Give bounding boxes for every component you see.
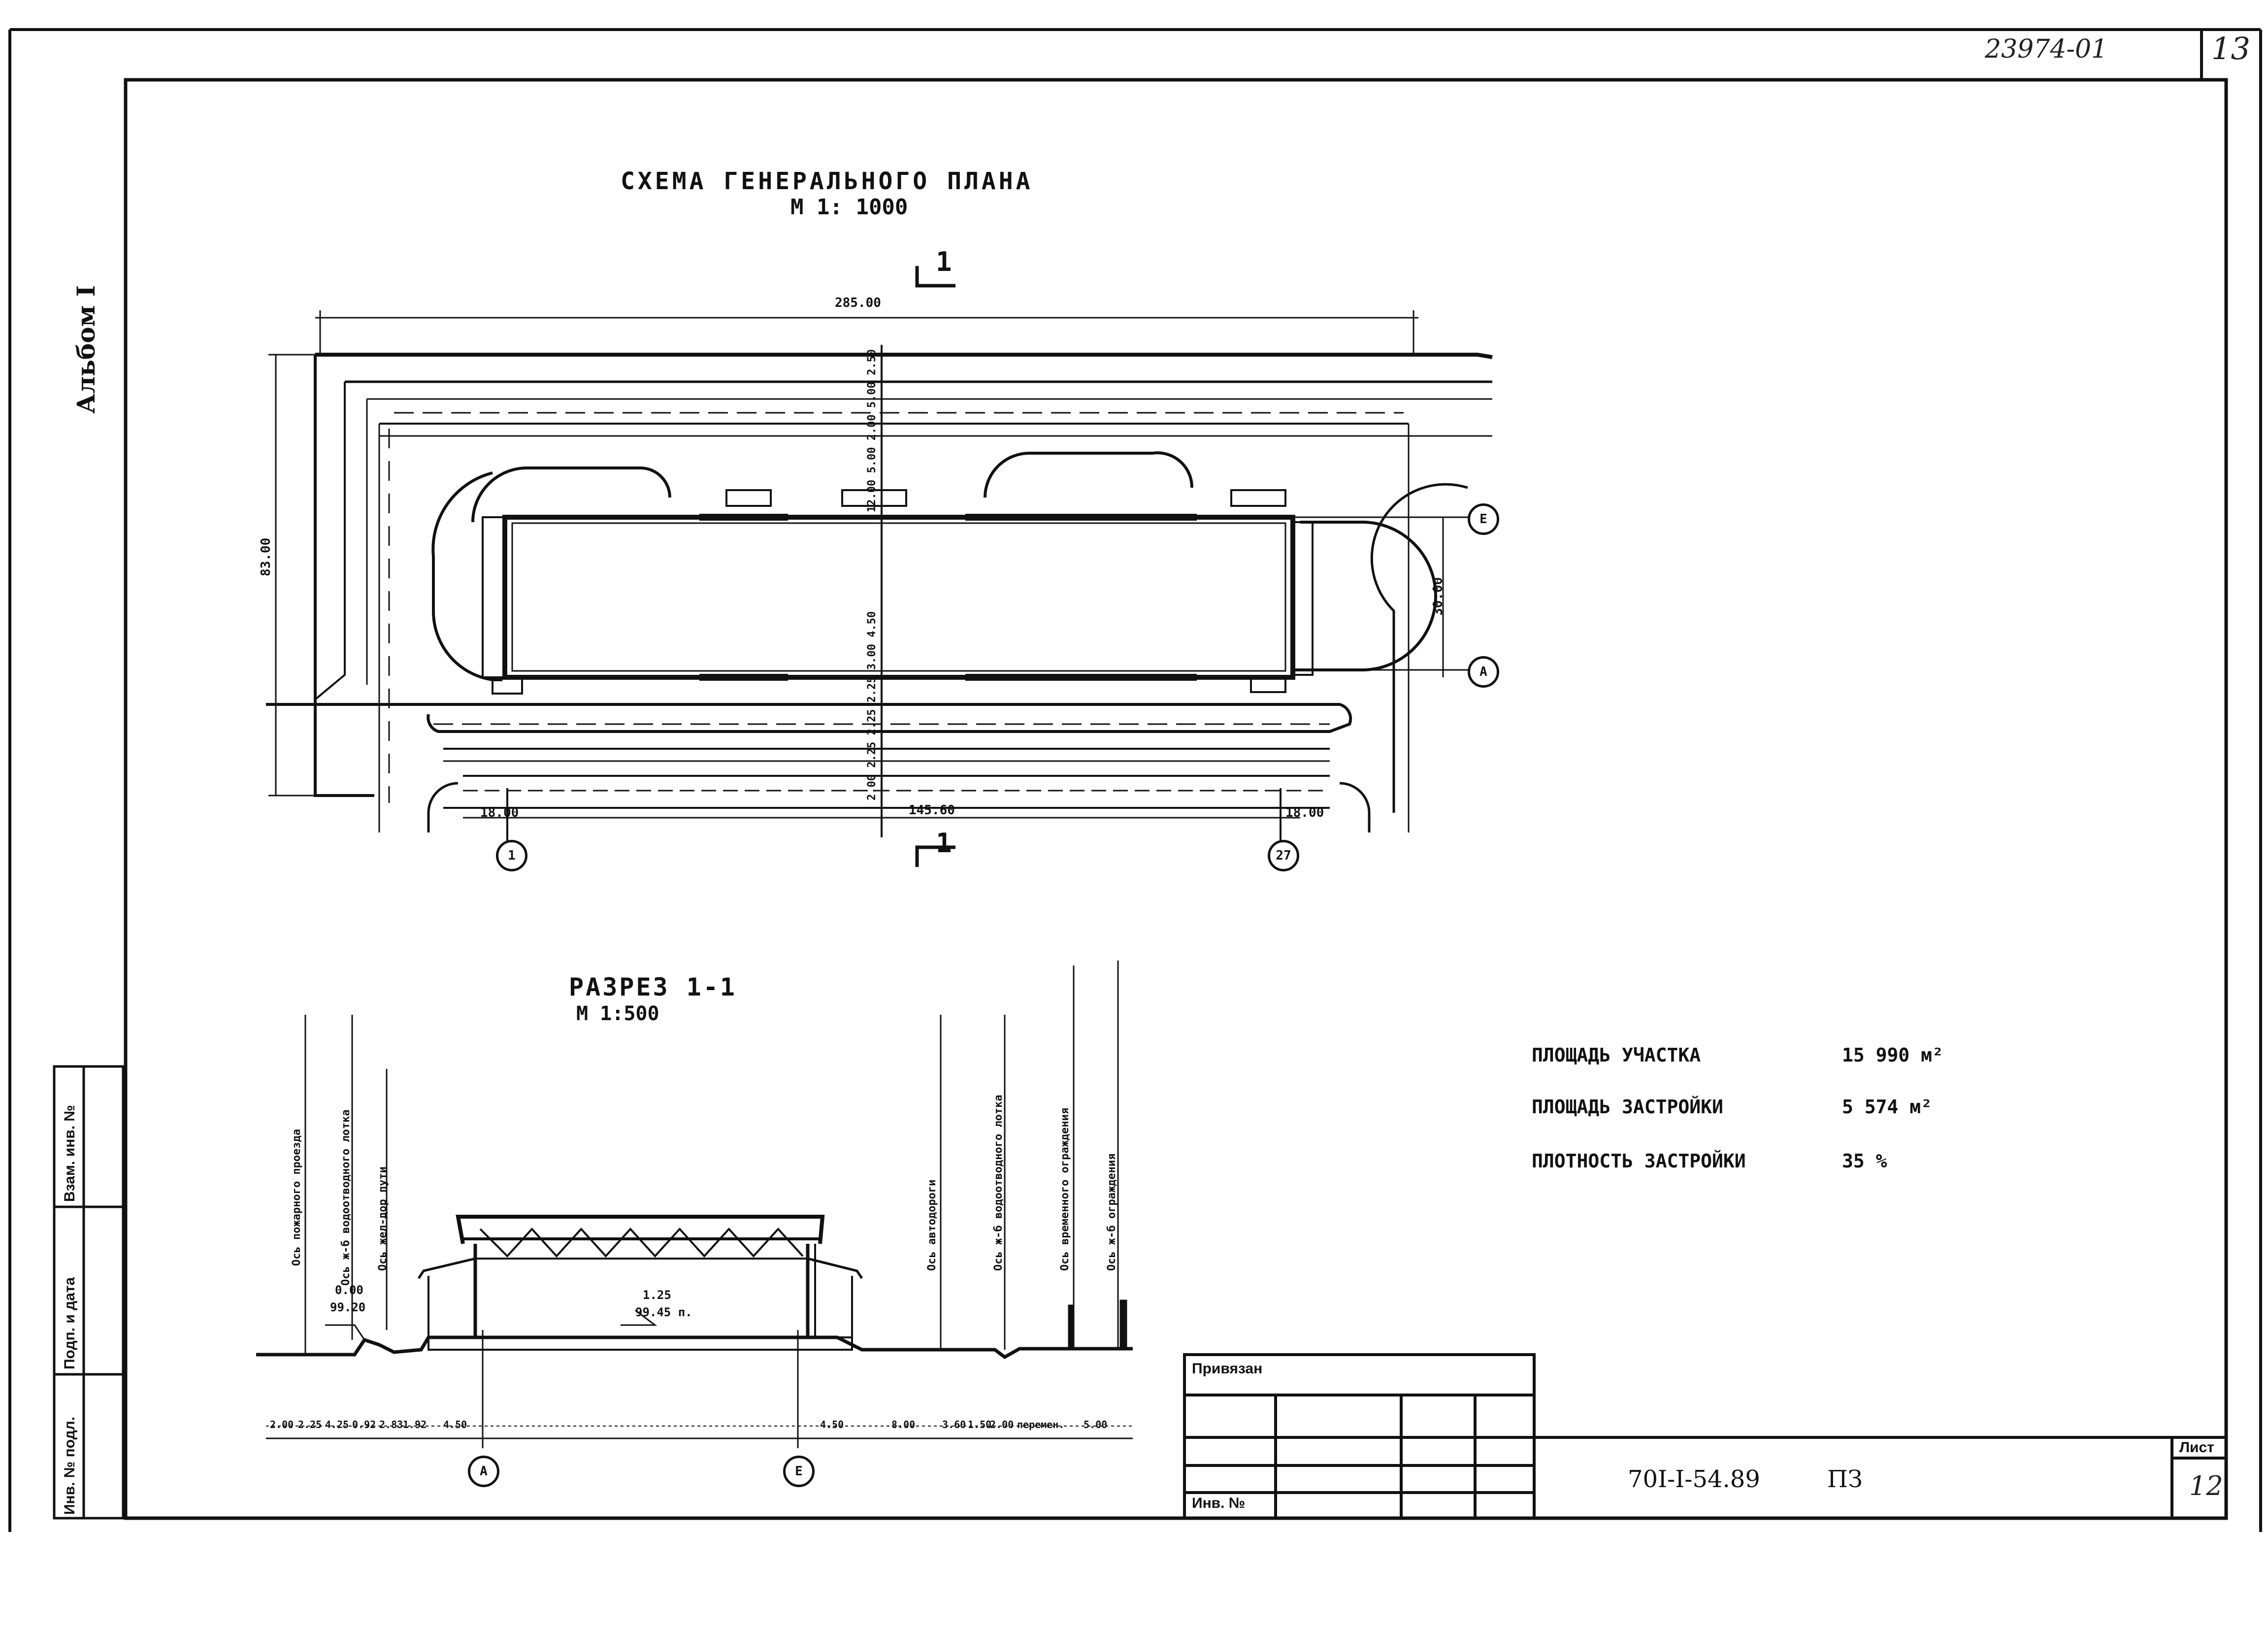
- plan-title: СХЕМА ГЕНЕРАЛЬНОГО ПЛАНА: [621, 167, 1033, 195]
- section-label-rail: Ось жел-дор пути: [377, 1166, 389, 1271]
- axis-dims-bottom: 2.00 2.25 2.25 2.25 3.00 4.50: [866, 611, 878, 800]
- elev-label-2: 99.20: [330, 1300, 366, 1314]
- stat-label-built-area: ПЛОЩАДЬ ЗАСТРОЙКИ: [1532, 1096, 1723, 1118]
- floor-label-1: 1.25: [643, 1288, 671, 1302]
- section-label-fire-lane: Ось пожарного проезда: [291, 1129, 303, 1266]
- stamp-inv-podl: Инв. № подл.: [62, 1416, 78, 1515]
- stamp-podp-data: Подп. и дата: [62, 1277, 78, 1369]
- stat-value-density: 35 %: [1842, 1150, 1887, 1172]
- section-dim: 2.25: [298, 1419, 322, 1430]
- section-dim: 2.00: [270, 1419, 294, 1430]
- section-drawing: [256, 961, 1133, 1448]
- section-dim: 3.60: [942, 1419, 966, 1430]
- section-dim: 0.92: [352, 1419, 376, 1430]
- axis-dims-top: 12.00 5.00 2.00 5.00 2.50: [866, 349, 878, 512]
- section-dim: 8.00: [891, 1419, 916, 1430]
- sheet-label: Лист: [2179, 1439, 2214, 1456]
- section-dim: 4.25: [325, 1419, 349, 1430]
- axis-bubble-E: Е: [1468, 503, 1499, 535]
- dim-bottom-mid: 145.60: [909, 803, 955, 818]
- section-dim: перемен.: [1017, 1419, 1065, 1430]
- stat-value-site-area: 15 990 м²: [1842, 1044, 1943, 1066]
- archive-number: 23974-01: [1985, 34, 2108, 64]
- section-label-drain-2: Ось ж-б водоотводного лотка: [992, 1095, 1005, 1271]
- floor-label-2: 99.45 п.: [635, 1305, 692, 1319]
- stat-label-site-area: ПЛОЩАДЬ УЧАСТКА: [1532, 1044, 1701, 1066]
- album-label: Альбом I: [71, 285, 100, 414]
- general-plan: [266, 266, 1493, 867]
- title-block: [1183, 1353, 2226, 1520]
- section-mark-top: 1: [936, 246, 952, 277]
- left-stamp-strip: [53, 1065, 125, 1520]
- stamp-inv-no: Инв. №: [1192, 1495, 1246, 1511]
- sheet-frame: [8, 28, 2262, 1532]
- section-label-fence: Ось ж-б ограждения: [1106, 1153, 1118, 1271]
- section-label-road: Ось автодороги: [926, 1179, 938, 1271]
- doc-code: 70I-I-54.89: [1628, 1465, 1760, 1493]
- stat-label-density: ПЛОТНОСТЬ ЗАСТРОЙКИ: [1532, 1150, 1746, 1172]
- axis-bubble-A: А: [1468, 656, 1499, 688]
- section-dim: 2.00: [990, 1419, 1014, 1430]
- section-dim: 4.50: [443, 1419, 467, 1430]
- sheet-number: 12: [2189, 1470, 2223, 1501]
- dim-bottom-left: 18.00: [480, 805, 519, 820]
- plan-scale: М 1: 1000: [790, 195, 908, 220]
- elev-label-1: 0.00: [335, 1283, 363, 1297]
- section-mark-bottom: 1: [936, 828, 952, 859]
- dim-left: 83.00: [259, 537, 273, 576]
- section-dim: 2.83: [379, 1419, 403, 1430]
- section-label-drain-1: Ось ж-б водоотводного лотка: [340, 1109, 352, 1286]
- section-axis-A: А: [468, 1456, 499, 1487]
- doc-type: ПЗ: [1827, 1465, 1863, 1493]
- section-dim: 5.00: [1084, 1419, 1108, 1430]
- section-label-temp-fence: Ось временного ограждения: [1059, 1107, 1071, 1271]
- section-dim: 4.50: [820, 1419, 844, 1430]
- stat-value-built-area: 5 574 м²: [1842, 1096, 1933, 1118]
- dim-top: 285.00: [835, 296, 881, 310]
- section-dim: 1.50: [968, 1419, 992, 1430]
- axis-bubble-1: 1: [496, 840, 527, 871]
- section-scale: М 1:500: [576, 1002, 659, 1025]
- section-title: РАЗРЕЗ 1-1: [569, 973, 737, 1001]
- section-axis-E: Е: [783, 1456, 815, 1487]
- axis-bubble-27: 27: [1268, 840, 1299, 871]
- dim-bottom-right: 18.00: [1285, 805, 1324, 820]
- section-dim: 1.92: [403, 1419, 427, 1430]
- stamp-vzam-inv: Взам. инв. №: [62, 1105, 78, 1202]
- page-number: 13: [2211, 31, 2250, 66]
- dim-right: 30.00: [1431, 577, 1446, 616]
- stamp-privyazan: Привязан: [1192, 1361, 1263, 1377]
